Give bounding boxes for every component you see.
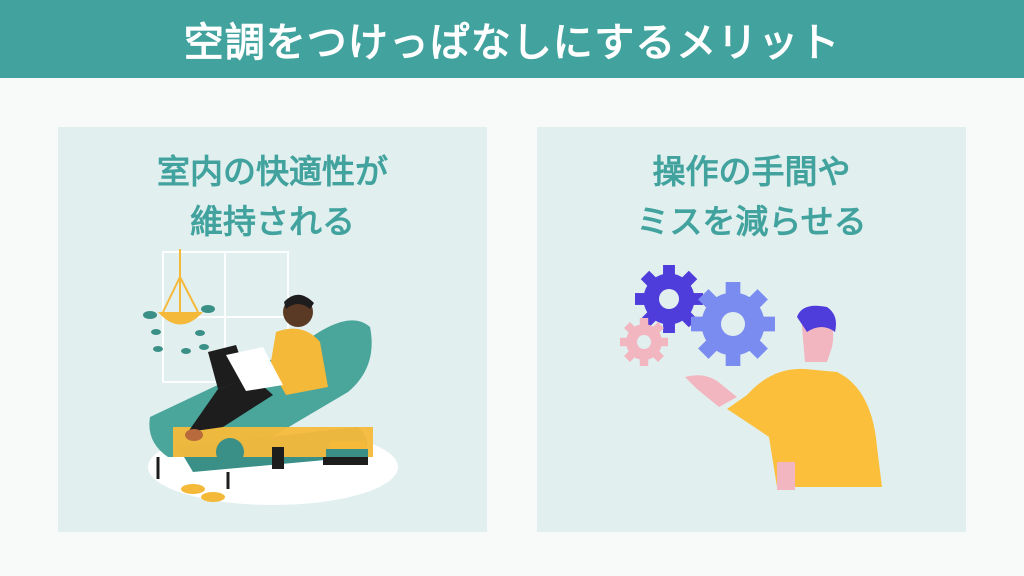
benefit-card-operation: 操作の手間や ミスを減らせる (537, 127, 966, 532)
relaxing-person-illustration-icon (143, 249, 398, 505)
gears-person-illustration-icon (620, 265, 882, 490)
header-banner: 空調をつけっぱなしにするメリット (0, 0, 1024, 78)
benefit-card-comfort: 室内の快適性が 維持される (58, 127, 487, 532)
card-title: 操作の手間や ミスを減らせる (537, 147, 966, 247)
card-title-line1: 操作の手間や (652, 152, 851, 191)
card-title-line2: ミスを減らせる (636, 202, 867, 241)
card-title-line2: 維持される (190, 202, 355, 241)
card-title-line1: 室内の快適性が (157, 152, 388, 191)
card-title: 室内の快適性が 維持される (58, 147, 487, 247)
page-title: 空調をつけっぱなしにするメリット (183, 20, 841, 66)
